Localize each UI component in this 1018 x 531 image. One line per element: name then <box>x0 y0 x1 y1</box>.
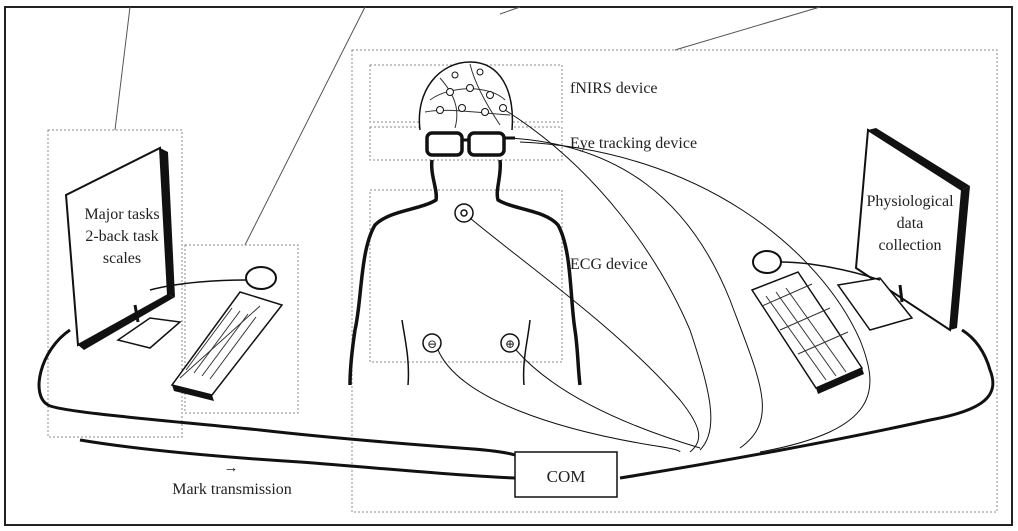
left-keyboard <box>170 291 284 401</box>
fnirs-cap <box>418 61 514 131</box>
arm-right <box>522 319 531 386</box>
ecg-electrode-left-symbol: ⊖ <box>427 337 437 351</box>
arm-left <box>401 319 410 386</box>
right-mouse <box>752 250 881 281</box>
ecg-electrode-left: ⊖ <box>422 333 442 353</box>
com-label: COM <box>547 467 586 486</box>
eye-tracking-glasses <box>425 131 515 157</box>
right-keyboard <box>750 271 864 394</box>
ecg-electrode-right: ⊕ <box>500 333 520 353</box>
left-mouse <box>149 266 277 291</box>
left-screen-line-2: 2-back task <box>85 228 158 245</box>
desk-loop <box>37 328 995 480</box>
leader-line-subject <box>499 6 521 15</box>
leader-line-keyboard <box>244 6 366 246</box>
left-keyboard-box <box>184 244 299 414</box>
outer-frame <box>4 6 1013 526</box>
eye-box <box>369 126 563 161</box>
right-screen-line-3: collection <box>878 237 941 254</box>
mark-arrow: → <box>224 460 239 476</box>
sensor-cables <box>437 109 871 453</box>
right-monitor <box>836 128 970 332</box>
left-screen-line-1: Major tasks <box>84 206 159 223</box>
fnirs-label: fNIRS device <box>570 80 658 97</box>
left-screen-line-3: scales <box>103 250 141 267</box>
com-box <box>514 451 618 498</box>
right-screen-line-2: data <box>897 215 924 232</box>
ecg-electrode-top <box>454 203 474 223</box>
leader-line-left-screen <box>114 6 131 131</box>
left-monitor-box <box>47 129 183 438</box>
ecg-box <box>369 189 563 363</box>
ecg-electrode-right-symbol: ⊕ <box>505 337 515 351</box>
mark-transmission-label: Mark transmission <box>172 481 292 498</box>
torso-outline <box>348 159 582 386</box>
leader-line-right-area <box>674 6 821 51</box>
eye-tracking-label: Eye tracking device <box>570 135 697 152</box>
left-monitor <box>64 146 182 350</box>
subject-area-box <box>351 49 998 513</box>
ecg-label: ECG device <box>570 256 648 273</box>
right-screen-line-1: Physiological <box>866 193 954 210</box>
